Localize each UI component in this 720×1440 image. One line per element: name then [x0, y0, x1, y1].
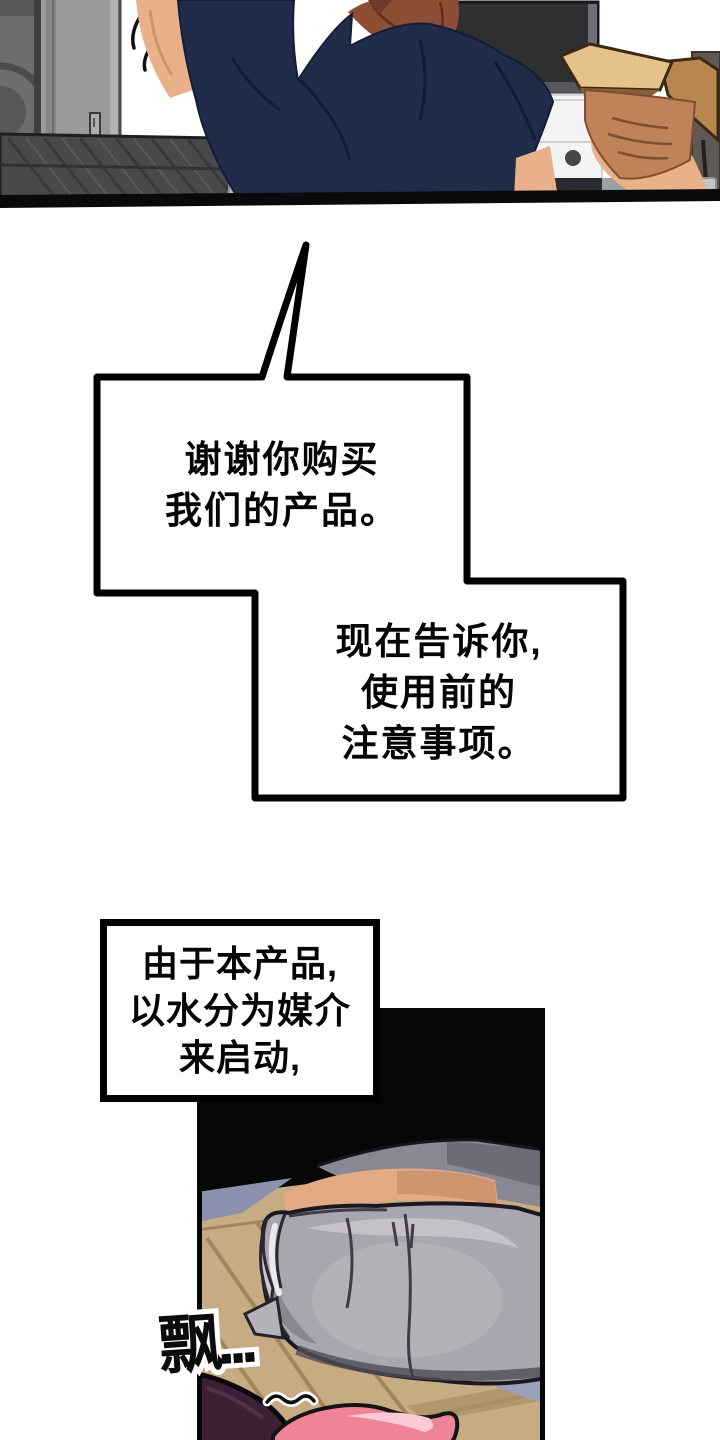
speech-line: 以水分为媒介 — [128, 990, 351, 1031]
speech-line: 由于本产品, — [141, 943, 338, 984]
tongue — [271, 1403, 460, 1440]
navy-shirt — [176, 0, 555, 199]
character — [136, 0, 720, 199]
squiggle-sfx — [262, 1391, 319, 1407]
sfx-fill: 飘... — [155, 1303, 255, 1383]
top-panel-artwork — [0, 0, 720, 212]
speech-bubble-outline — [93, 241, 627, 802]
speech-bubble-3: 由于本产品, 以水分为媒介 来启动, — [100, 919, 380, 1102]
sweatpants — [242, 1201, 545, 1386]
bottom-panel-artwork — [197, 1008, 545, 1440]
speech-line: 来启动, — [178, 1037, 301, 1078]
sfx-float-text: 飘... 飘... — [151, 1289, 259, 1387]
drawer-knob — [565, 150, 581, 166]
top-panel-border — [0, 189, 720, 208]
hand-holding-cardboard — [584, 88, 697, 180]
waistband-folds — [242, 1213, 291, 1340]
elbow-skin — [514, 146, 558, 198]
speech-bubble-combined — [93, 241, 627, 802]
tongue-highlight — [347, 1412, 434, 1432]
incense-stick — [701, 139, 708, 183]
pants-seams — [288, 1208, 415, 1379]
lying-person — [242, 1138, 545, 1386]
floor-shadow-left — [197, 1178, 292, 1222]
